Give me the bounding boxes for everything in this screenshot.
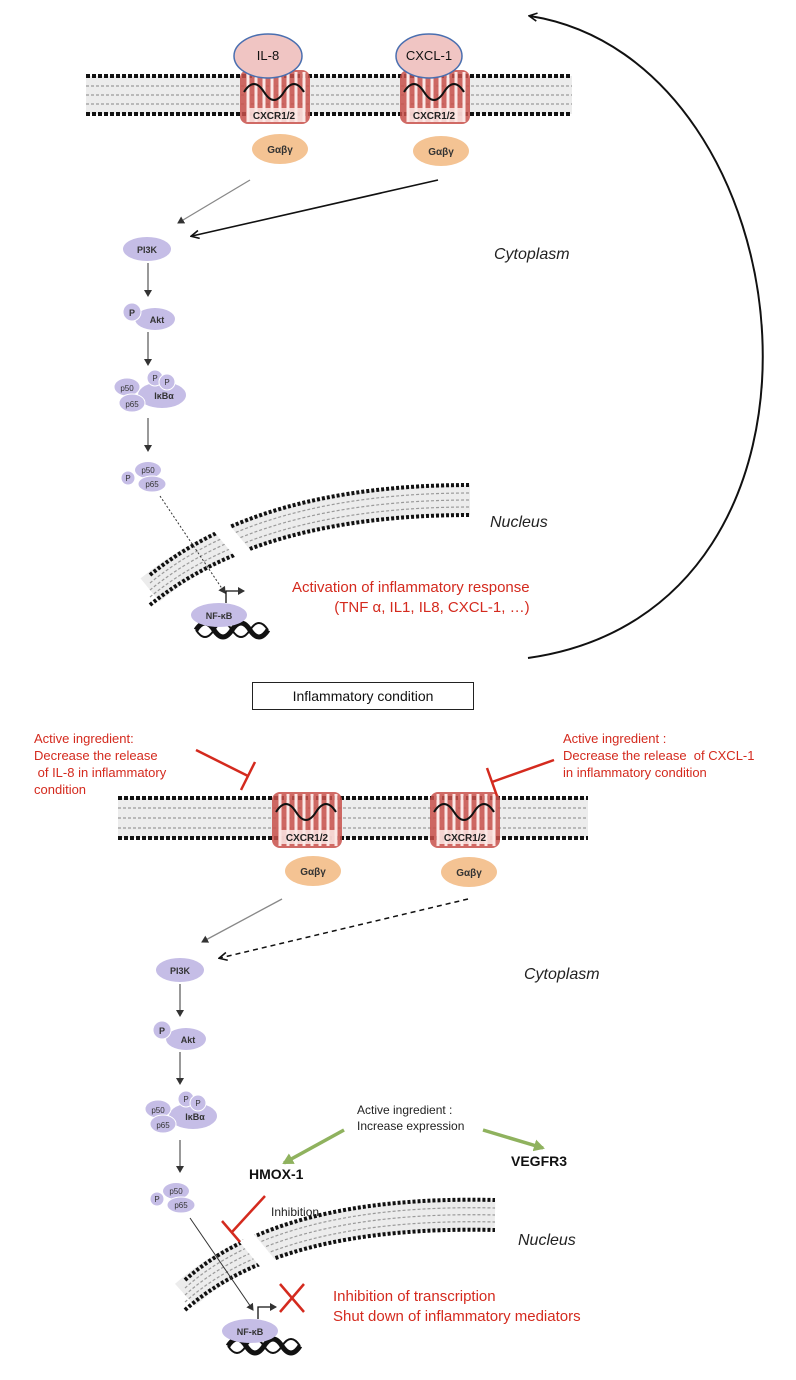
top-arrow-g1-pi3k bbox=[177, 179, 251, 224]
bottom-g-protein-label-1: Gαβγ bbox=[300, 867, 326, 878]
top-ikba-p1-label: P bbox=[152, 374, 157, 383]
ligand-cxcl1-label: CXCL-1 bbox=[406, 48, 452, 63]
bottom-p65-label: p65 bbox=[156, 1121, 170, 1130]
bottom-akt-phospho bbox=[152, 1020, 172, 1040]
bottom-transcription-start-arrow bbox=[257, 1303, 277, 1319]
ligand-cxcl1 bbox=[395, 33, 463, 79]
transcription-block-x-icon bbox=[279, 1283, 305, 1313]
top-nuclear-membrane bbox=[140, 483, 471, 607]
top-akt-node bbox=[135, 308, 175, 330]
top-receptor-label-2: CXCR1/2 bbox=[413, 111, 456, 122]
top-nfkb-node bbox=[191, 603, 247, 627]
bottom-g-protein-1 bbox=[285, 856, 341, 886]
inhibition-label: Inhibition bbox=[271, 1205, 320, 1219]
bottom-ikba-p1-label: P bbox=[183, 1095, 188, 1104]
bottom-receptor-1 bbox=[272, 792, 342, 848]
bottom-arrow-g2-pi3k bbox=[220, 898, 469, 958]
bottom-dimer-p65 bbox=[166, 1196, 196, 1214]
top-ikba-p2-label: P bbox=[164, 378, 169, 387]
bottom-ikba-label: IκBα bbox=[185, 1112, 205, 1122]
bottom-cytoplasm-label: Cytoplasm bbox=[524, 966, 600, 983]
top-p65-node bbox=[118, 393, 146, 413]
hmox1-inhibition-bar bbox=[221, 1195, 266, 1243]
bottom-ikba-phospho-2 bbox=[189, 1094, 207, 1112]
bottom-dimer-p50 bbox=[163, 1183, 189, 1199]
bottom-nuclear-membrane bbox=[175, 1197, 496, 1312]
top-g-protein-label-1: Gαβγ bbox=[267, 145, 293, 156]
top-receptor-cxcl1 bbox=[400, 70, 470, 124]
top-ikba-phospho-2 bbox=[158, 373, 176, 391]
top-g-protein-label-2: Gαβγ bbox=[428, 147, 454, 158]
note-cxcl1-release: Active ingredient : Decrease the release… bbox=[563, 731, 755, 780]
top-akt-phospho bbox=[122, 302, 142, 322]
bottom-ikba-node bbox=[169, 1103, 217, 1129]
bottom-pi3k-node bbox=[156, 958, 204, 982]
bottom-ikba-p2-label: P bbox=[195, 1099, 200, 1108]
top-ikba-label: IκBα bbox=[154, 391, 174, 401]
bottom-dimer-p50-label: p50 bbox=[169, 1187, 183, 1196]
top-akt-label: Akt bbox=[150, 315, 165, 325]
bottom-nucleus-label: Nucleus bbox=[518, 1232, 576, 1249]
inhibitor-cxcl1-release bbox=[485, 758, 555, 797]
bottom-g-protein-label-2: Gαβγ bbox=[456, 868, 482, 879]
top-dimer-p-label: P bbox=[125, 474, 130, 483]
top-transcription-start-arrow bbox=[225, 587, 245, 603]
top-dimer-phospho bbox=[120, 470, 136, 486]
bottom-dimer-p-label: P bbox=[154, 1195, 159, 1204]
note-il8-release: Active ingredient: Decrease the release … bbox=[34, 731, 167, 797]
bottom-p50-label: p50 bbox=[151, 1106, 165, 1115]
feedback-loop-arrow bbox=[528, 16, 764, 659]
ligand-il8-label: IL-8 bbox=[257, 48, 279, 63]
increase-arrow-vegfr3 bbox=[482, 1128, 545, 1152]
top-pi3k-node bbox=[123, 237, 171, 261]
bottom-nfkb-label: NF-κB bbox=[237, 1327, 264, 1337]
top-g-protein-2 bbox=[413, 136, 469, 166]
transcription-inhibition-text: Inhibition of transcription Shut down of… bbox=[333, 1288, 581, 1325]
top-receptor-label-1: CXCR1/2 bbox=[253, 111, 296, 122]
top-cell-membrane bbox=[86, 74, 572, 116]
top-receptor-il8 bbox=[240, 70, 310, 124]
vegfr3-label: VEGFR3 bbox=[511, 1153, 568, 1169]
inflammatory-condition-box: Inflammatory condition bbox=[252, 682, 474, 710]
inhibitor-il8-release bbox=[195, 748, 257, 791]
bottom-pi3k-label: PI3K bbox=[170, 966, 191, 976]
top-arrow-dimer-nfkb bbox=[159, 495, 226, 594]
top-ikba-node bbox=[138, 382, 186, 408]
top-dimer-p50-label: p50 bbox=[141, 466, 155, 475]
top-akt-p-label: P bbox=[129, 308, 135, 318]
bottom-akt-label: Akt bbox=[181, 1035, 196, 1045]
increase-arrow-hmox1 bbox=[282, 1128, 345, 1165]
top-cytoplasm-label: Cytoplasm bbox=[494, 246, 570, 263]
bottom-cell-membrane bbox=[118, 796, 588, 840]
bottom-arrow-dimer-nfkb bbox=[189, 1217, 254, 1311]
bottom-receptor-2 bbox=[430, 792, 500, 848]
hmox1-label: HMOX-1 bbox=[249, 1166, 304, 1182]
bottom-receptor-label-2: CXCR1/2 bbox=[444, 833, 487, 844]
bottom-receptor-label-1: CXCR1/2 bbox=[286, 833, 329, 844]
top-p65-label: p65 bbox=[125, 400, 139, 409]
bottom-g-protein-2 bbox=[441, 857, 497, 887]
top-p50-label: p50 bbox=[120, 384, 134, 393]
bottom-arrow-g1-pi3k bbox=[201, 898, 283, 943]
bottom-p65-node bbox=[149, 1114, 177, 1134]
ligand-il8 bbox=[233, 33, 303, 79]
top-pi3k-label: PI3K bbox=[137, 245, 158, 255]
top-response-text: Activation of inflammatory response (TNF… bbox=[292, 579, 530, 616]
top-nfkb-label: NF-κB bbox=[206, 611, 233, 621]
top-arrow-g2-pi3k bbox=[192, 179, 439, 236]
top-dimer-p65-label: p65 bbox=[145, 480, 159, 489]
top-dimer-p65 bbox=[137, 475, 167, 493]
bottom-dimer-phospho bbox=[149, 1191, 165, 1207]
top-g-protein-1 bbox=[252, 134, 308, 164]
top-nucleus-label: Nucleus bbox=[490, 514, 548, 531]
top-dimer-p50 bbox=[135, 462, 161, 478]
bottom-akt-node bbox=[166, 1028, 206, 1050]
increase-expression-note: Active ingredient : Increase expression bbox=[357, 1103, 465, 1133]
bottom-akt-p-label: P bbox=[159, 1026, 165, 1036]
bottom-dimer-p65-label: p65 bbox=[174, 1201, 188, 1210]
bottom-nfkb-node bbox=[222, 1319, 278, 1343]
